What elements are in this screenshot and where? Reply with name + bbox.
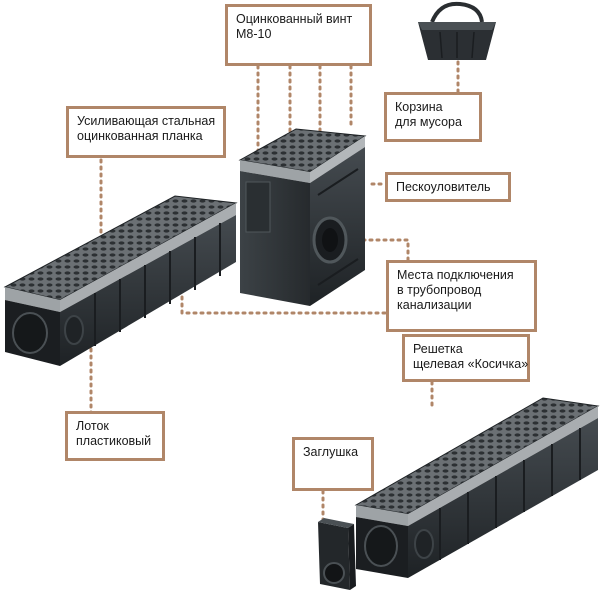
- label-basket-line1: Корзина: [395, 100, 471, 115]
- label-connection-line1: Места подключения: [397, 268, 526, 283]
- label-screw-line2: М8-10: [236, 27, 361, 42]
- label-end-cap: Заглушка: [292, 437, 374, 491]
- label-connection-line2: в трубопровод: [397, 283, 526, 298]
- label-grate-line2: щелевая «Косичка»: [413, 357, 519, 372]
- label-sand-trap-line1: Пескоуловитель: [396, 180, 500, 195]
- label-trash-basket: Корзина для мусора: [384, 92, 482, 142]
- label-grate-line1: Решетка: [413, 342, 519, 357]
- label-reinforcing-plate: Усиливающая стальная оцинкованная планка: [66, 106, 226, 158]
- label-tray-line2: пластиковый: [76, 434, 154, 449]
- label-connection-line3: канализации: [397, 298, 526, 313]
- long-channel-right: [356, 398, 598, 578]
- sand-trap-icon: [240, 129, 365, 306]
- trash-basket-icon: [418, 4, 496, 60]
- label-connection-points: Места подключения в трубопровод канализа…: [386, 260, 537, 332]
- label-plastic-tray: Лоток пластиковый: [65, 411, 165, 461]
- label-basket-line2: для мусора: [395, 115, 471, 130]
- label-galvanized-screw: Оцинкованный винт М8-10: [225, 4, 372, 66]
- label-screw-line1: Оцинкованный винт: [236, 12, 361, 27]
- label-plate-line2: оцинкованная планка: [77, 129, 215, 144]
- end-cap-icon: [318, 518, 356, 590]
- label-slotted-grate: Решетка щелевая «Косичка»: [402, 334, 530, 382]
- label-plate-line1: Усиливающая стальная: [77, 114, 215, 129]
- label-sand-trap: Пескоуловитель: [385, 172, 511, 202]
- label-tray-line1: Лоток: [76, 419, 154, 434]
- long-channel-left: [5, 196, 236, 366]
- label-plug-line1: Заглушка: [303, 445, 363, 460]
